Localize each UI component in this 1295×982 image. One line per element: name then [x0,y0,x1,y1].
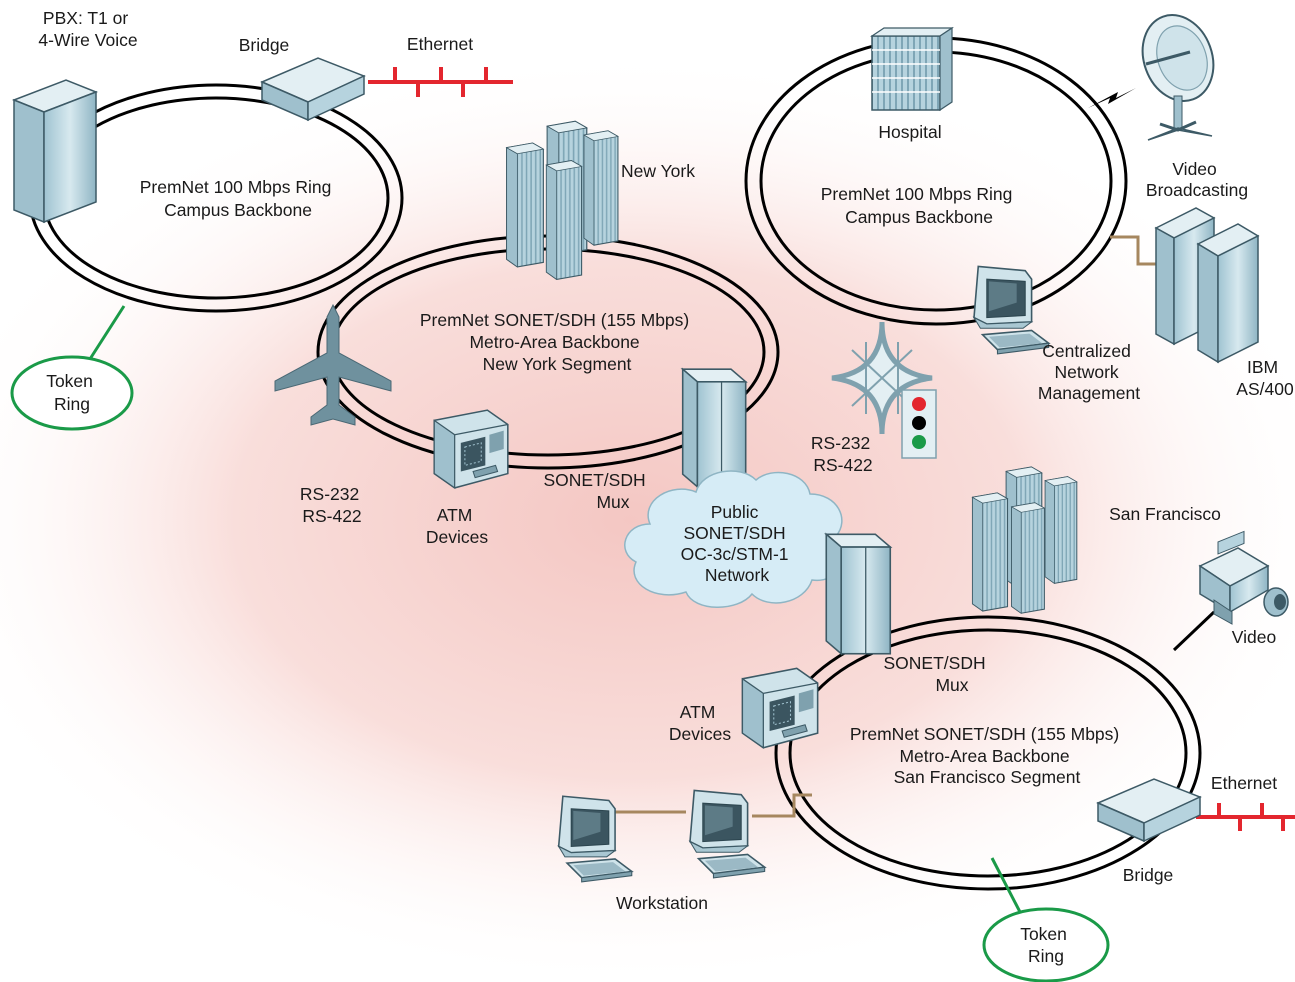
video-label: Video [1232,627,1276,647]
sonet-mux-right-label: SONET/SDH Mux [884,653,991,695]
token-ring-left-label: Token Ring [46,371,98,414]
ring-sf-label: PremNet SONET/SDH (155 Mbps) Metro-Area … [850,724,1124,787]
hospital-label: Hospital [878,122,941,142]
ring-ny-label: PremNet SONET/SDH (155 Mbps) Metro-Area … [420,310,694,374]
san-francisco-label: San Francisco [1109,504,1221,524]
ring-sf-metro [774,615,1202,891]
hospital-building-icon [870,26,954,112]
traffic-light-icon [901,389,937,459]
ethernet-bottom-segment [1196,803,1295,831]
rs-left-label: RS-232 RS-422 [300,484,364,526]
pbx-label: PBX: T1 or 4-Wire Voice [38,8,137,50]
lightning-icon [1088,88,1136,108]
sonet-mux-right-icon [825,533,892,655]
workstation-label: Workstation [616,893,708,913]
token-ring-bottom-link [990,857,1022,913]
token-ring-bottom-label: Token Ring [1020,924,1072,966]
token-ring-left-badge [10,355,134,431]
video-camera-icon [1198,530,1289,625]
rs-right-label: RS-232 RS-422 [811,433,875,475]
video-link [1172,610,1216,652]
new-york-label: New York [621,161,695,181]
network-mgmt-label: Centralized Network Management [1038,341,1140,403]
atm-machine-right-icon [741,667,819,749]
atm-right-label: ATM Devices [669,702,731,744]
video-broadcasting-label: Video Broadcasting [1146,159,1248,200]
sonet-mux-left-icon [681,368,747,488]
ethernet-bottom-label: Ethernet [1211,773,1277,793]
cloud-label: Public SONET/SDH OC-3c/STM-1 Network [681,502,794,585]
atm-machine-left-icon [433,409,509,489]
ethernet-top-label: Ethernet [407,34,473,54]
satellite-dish-icon [1141,14,1215,141]
airplane-icon [274,303,392,426]
ibm-link [1110,235,1160,266]
sonet-mux-left-label: SONET/SDH Mux [544,470,651,512]
ring-campus-left-label: PremNet 100 Mbps Ring Campus Backbone [140,177,337,220]
ibm-label: IBM AS/400 [1236,357,1294,399]
pbx-cabinet-icon [11,79,99,224]
ethernet-top-segment [368,67,513,97]
token-ring-bottom-badge [982,907,1110,982]
atm-left-label: ATM Devices [426,505,488,547]
bridge-bottom-label: Bridge [1123,865,1174,885]
workstation-ring-link [752,793,812,818]
bridge-top-label: Bridge [239,35,290,55]
token-ring-left-link [88,305,126,360]
ibm-server-icon [1154,207,1260,364]
ring-campus-right-label: PremNet 100 Mbps Ring Campus Backbone [821,184,1018,227]
